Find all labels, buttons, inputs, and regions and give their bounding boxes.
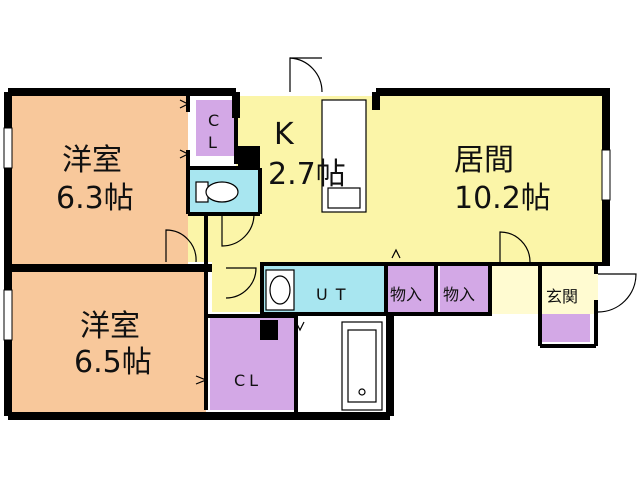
western-room-2-area — [12, 270, 206, 412]
storage-2-area — [440, 266, 490, 312]
western-room-1-area — [12, 96, 188, 264]
living-name: 居間 — [454, 143, 514, 178]
closet-bottom-label: CL — [234, 371, 262, 390]
living-size: 10.2帖 — [454, 181, 551, 216]
kitchen-name: K — [274, 117, 295, 152]
entrance-storage-area — [542, 314, 590, 342]
corridor-lower-area — [212, 262, 260, 312]
entrance-area — [492, 266, 598, 314]
closet-top-label-2: L — [208, 133, 217, 152]
washbasin-icon — [265, 269, 295, 311]
storage-2-label: 物入 — [443, 285, 475, 304]
living-area — [376, 96, 606, 262]
closet-top-label-1: C — [208, 111, 219, 130]
western-room-2-size: 6.5帖 — [74, 345, 152, 380]
western-room-1-name: 洋室 — [62, 143, 122, 178]
entrance-label: 玄関 — [546, 287, 578, 306]
western-room-1-size: 6.3帖 — [56, 181, 134, 216]
corridor-area — [188, 214, 278, 262]
closet-top-area — [196, 100, 236, 156]
interior-walls — [186, 96, 606, 416]
western-room-2-name: 洋室 — [80, 309, 140, 344]
windows — [3, 127, 611, 341]
closet-bottom-area — [210, 316, 294, 410]
storage-1-area — [386, 266, 434, 312]
kitchen-fixtures — [321, 99, 367, 213]
bathtub-icon — [341, 321, 383, 411]
doors — [165, 57, 637, 385]
kitchen-size: 2.7帖 — [268, 157, 346, 192]
unit-bath-label: UT — [316, 285, 353, 304]
storage-1-label: 物入 — [390, 285, 422, 304]
toilet-icon — [195, 181, 239, 203]
walls — [4, 88, 610, 420]
